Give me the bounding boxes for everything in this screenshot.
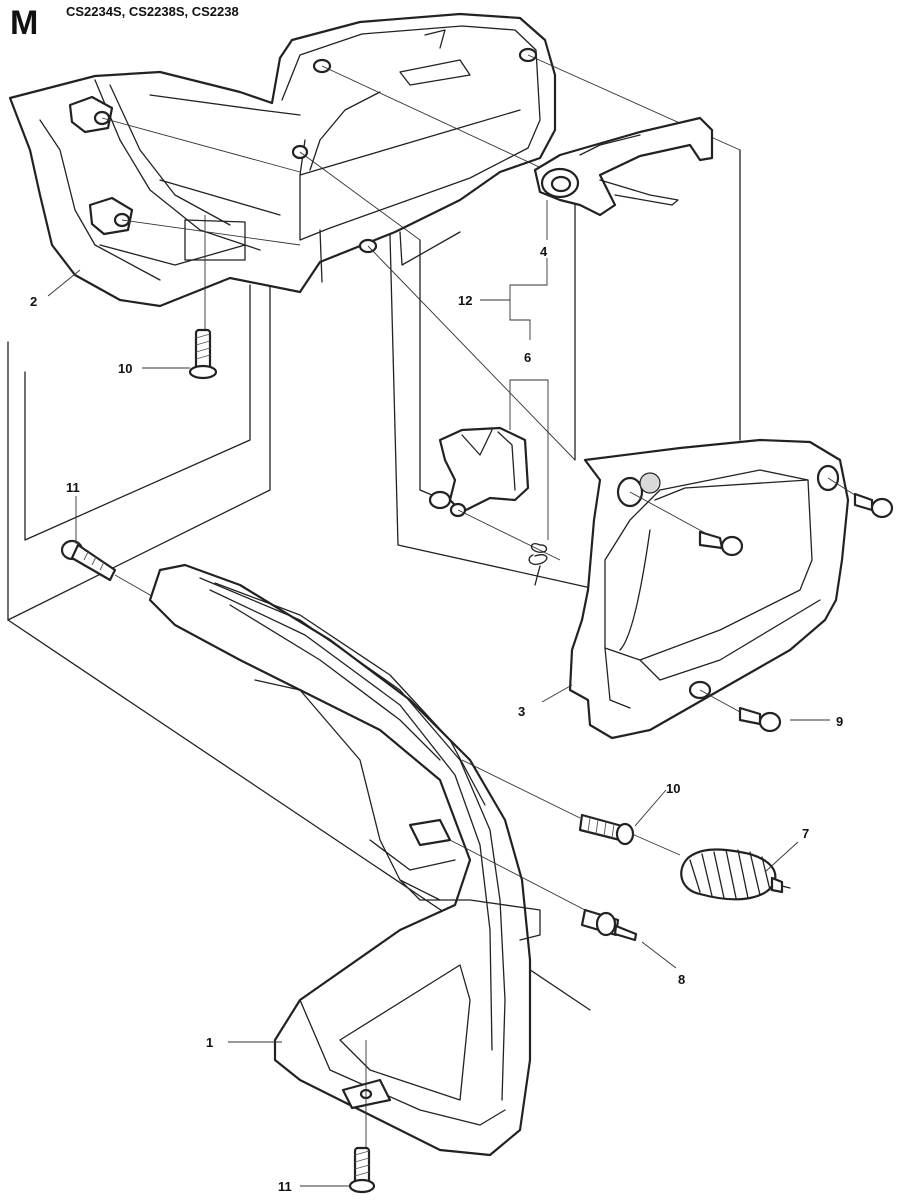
spring-small <box>528 543 548 586</box>
callout-10-lower: 10 <box>666 781 680 796</box>
callout-8: 8 <box>678 972 685 987</box>
part-10-screw-upper <box>188 328 218 380</box>
part-3-handle-cover <box>568 438 850 740</box>
callout-3: 3 <box>518 704 525 719</box>
part-6-lockout <box>428 426 561 561</box>
part-8-pin <box>449 839 638 942</box>
callout-11-upper: 11 <box>66 480 80 495</box>
callout-6: 6 <box>524 350 531 365</box>
part-1-front-handle <box>148 563 541 1157</box>
callout-2: 2 <box>30 294 37 309</box>
callout-7: 7 <box>802 826 809 841</box>
cover-screws <box>629 477 894 733</box>
callout-12: 12 <box>458 293 472 308</box>
callout-leaders <box>47 269 830 1187</box>
part-11-screw-lower <box>348 1146 376 1194</box>
model-list: CS2234S, CS2238S, CS2238 <box>66 4 239 19</box>
reference-frames <box>7 149 741 1011</box>
callout-1: 1 <box>206 1035 213 1050</box>
callout-9: 9 <box>836 714 843 729</box>
part-4-trigger <box>533 116 714 217</box>
part-7-av-spring <box>680 848 791 901</box>
section-letter: M <box>10 4 39 42</box>
callout-labels: 1 2 3 4 6 7 8 9 10 10 11 11 12 <box>30 244 843 1194</box>
part-10-insert-lower <box>461 759 681 856</box>
group-bracket-12 <box>480 200 549 540</box>
callout-10-upper: 10 <box>118 361 132 376</box>
part-2-handle-housing <box>8 12 557 308</box>
callout-11-lower: 11 <box>278 1179 292 1194</box>
callout-4: 4 <box>540 244 548 259</box>
